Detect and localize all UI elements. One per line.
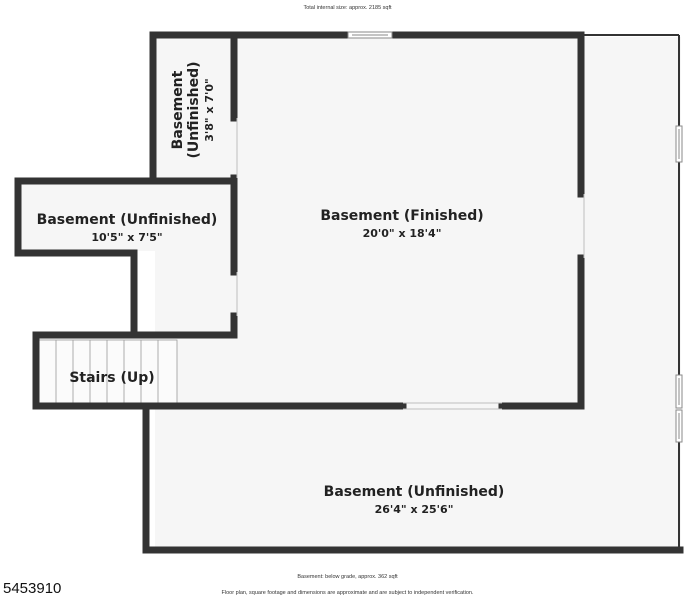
room-small-dims: 3'8" x 7'0" [203,78,216,142]
room-large-dims: 26'4" x 25'6" [375,503,454,516]
level-note: Basement: below grade, approx. 362 sqft [297,574,398,580]
room-finished-name: Basement (Finished) [320,208,483,224]
room-stairs-name: Stairs (Up) [69,370,154,386]
total-size-note: Total internal size: approx. 2185 sqft [303,5,392,11]
windows [347,31,683,443]
floor-fill [20,37,681,548]
openings [236,118,585,410]
room-small-unfinished: Basement (Unfinished) 3'8" x 7'0" [170,61,216,158]
room-left-name: Basement (Unfinished) [37,212,218,228]
listing-id: 5453910 [3,580,62,597]
walls [14,31,684,554]
outer-thin-walls [581,34,680,550]
room-small-name-line1: Basement [170,70,186,149]
disclaimer: Floor plan, square footage and dimension… [221,590,474,596]
room-large-name: Basement (Unfinished) [324,484,505,500]
room-finished-dims: 20'0" x 18'4" [363,227,442,240]
room-left-dims: 10'5" x 7'5" [91,231,162,244]
room-small-name-line2: (Unfinished) [186,61,202,158]
